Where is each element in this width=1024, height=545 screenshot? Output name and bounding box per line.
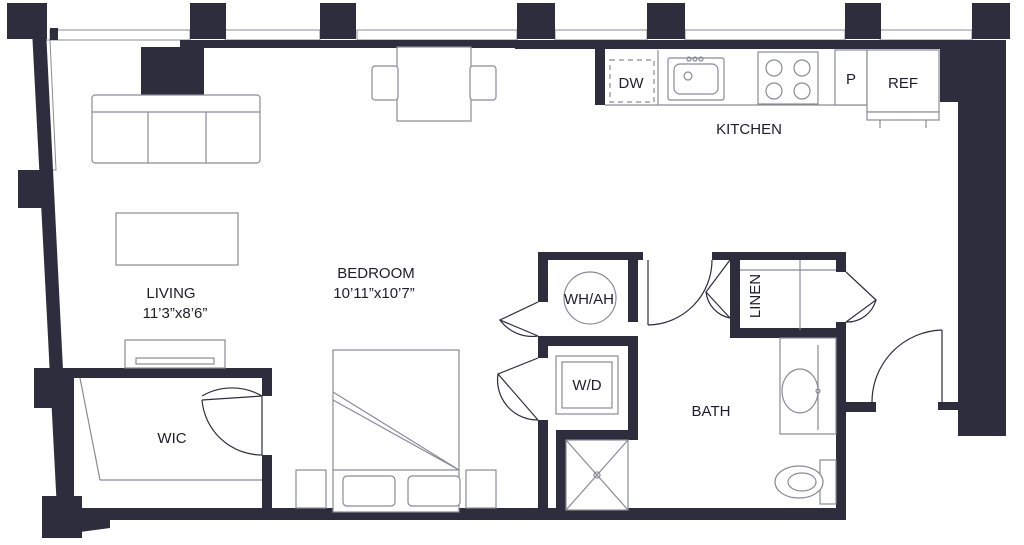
pantry [834,49,868,106]
bed [295,349,497,513]
label-pantry: P [846,71,856,88]
stove [757,51,819,105]
doors [201,259,943,456]
label-wh-ah: WH/AH [564,291,614,308]
vanity [779,337,837,435]
label-wic: WIC [157,430,186,447]
sofa [91,94,261,164]
label-bedroom-size: 10’11”x10’7” [333,285,414,302]
dining-table [371,46,497,122]
coffee-table [115,212,239,266]
water-heater [563,271,617,325]
tv-console [124,339,226,369]
toilet [774,459,837,505]
shower [565,439,629,511]
label-ref: REF [888,75,918,92]
refrigerator [866,49,940,128]
label-kitchen: KITCHEN [716,121,782,138]
label-linen: LINEN [747,274,764,318]
label-living: LIVING [146,285,195,302]
label-dw: DW [619,75,645,92]
label-bedroom: BEDROOM [337,265,415,282]
labels: DW P REF KITCHEN BEDROOM 10’11”x10’7” LI… [143,71,918,447]
label-bath: BATH [692,403,731,420]
washer-dryer [555,355,619,415]
closet-shelves [79,260,836,481]
kitchen-sink [667,56,725,101]
label-living-size: 11’3”x8’6” [143,305,208,322]
walls [7,3,1010,538]
label-wd: W/D [572,377,601,394]
